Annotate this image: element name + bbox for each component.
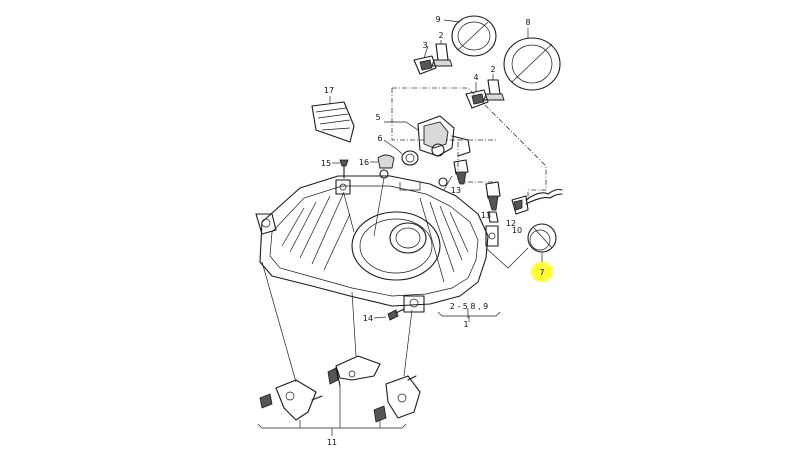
part-11-bracket-right[interactable] <box>373 375 421 423</box>
callout-8[interactable]: 8 <box>525 18 530 27</box>
part-11-bracket-left[interactable] <box>259 379 323 421</box>
part-7-cover-cap[interactable] <box>527 223 557 253</box>
part-13-bulb-lower[interactable] <box>485 181 501 211</box>
callout-6[interactable]: 6 <box>377 134 382 143</box>
part-3-bulb-socket[interactable] <box>413 55 437 75</box>
callout-13-upper[interactable]: 13 <box>451 186 461 195</box>
part-4-bulb-socket[interactable] <box>465 89 489 109</box>
callout-2-lower[interactable]: 2 <box>490 65 495 74</box>
callout-1[interactable]: 1 <box>463 320 468 329</box>
callout-16[interactable]: 16 <box>359 158 369 167</box>
callout-5[interactable]: 5 <box>375 113 380 122</box>
leader-lines <box>261 175 529 383</box>
callout-10[interactable]: 10 <box>512 226 522 235</box>
assembly-boundary <box>391 87 547 200</box>
callout-2-upper[interactable]: 2 <box>438 31 443 40</box>
part-6-retainer-ring[interactable] <box>401 150 419 166</box>
part-14-screw[interactable] <box>387 308 405 321</box>
callout-11[interactable]: 11 <box>327 438 337 447</box>
callout-14[interactable]: 14 <box>363 314 373 323</box>
group-bracket-11 <box>257 423 407 429</box>
headlamp-housing[interactable] <box>255 169 499 313</box>
part-16-cap[interactable] <box>377 154 395 169</box>
part-12-side-bulb[interactable] <box>487 211 499 223</box>
callout-7[interactable]: 7 <box>539 268 544 277</box>
part-10-socket-with-wire[interactable] <box>511 188 563 215</box>
group-bracket-1 <box>437 311 501 317</box>
callout-9[interactable]: 9 <box>435 15 440 24</box>
part-17-label-plate[interactable] <box>311 101 355 143</box>
callout-12[interactable]: 12 <box>506 219 516 228</box>
callout-3[interactable]: 3 <box>422 41 427 50</box>
part-9-cover-ring[interactable] <box>451 15 497 57</box>
part-5-xenon-bulb[interactable] <box>417 115 471 157</box>
callout-15[interactable]: 15 <box>321 159 331 168</box>
part-2-bulb-lower[interactable] <box>483 79 505 101</box>
part-8-cover-large[interactable] <box>503 37 561 91</box>
part-15-screw[interactable] <box>339 159 349 179</box>
part-2-bulb-upper[interactable] <box>431 43 453 67</box>
part-11-bracket-center[interactable] <box>327 355 381 387</box>
group-label-2-5-8-9: 2 - 5 8 , 9 <box>450 302 489 311</box>
callout-4[interactable]: 4 <box>473 73 478 82</box>
callout-13-lower[interactable]: 13 <box>481 211 491 220</box>
callout-7-highlight <box>531 262 553 282</box>
callout-17[interactable]: 17 <box>324 86 334 95</box>
part-13-bulb-upper[interactable] <box>453 159 469 185</box>
